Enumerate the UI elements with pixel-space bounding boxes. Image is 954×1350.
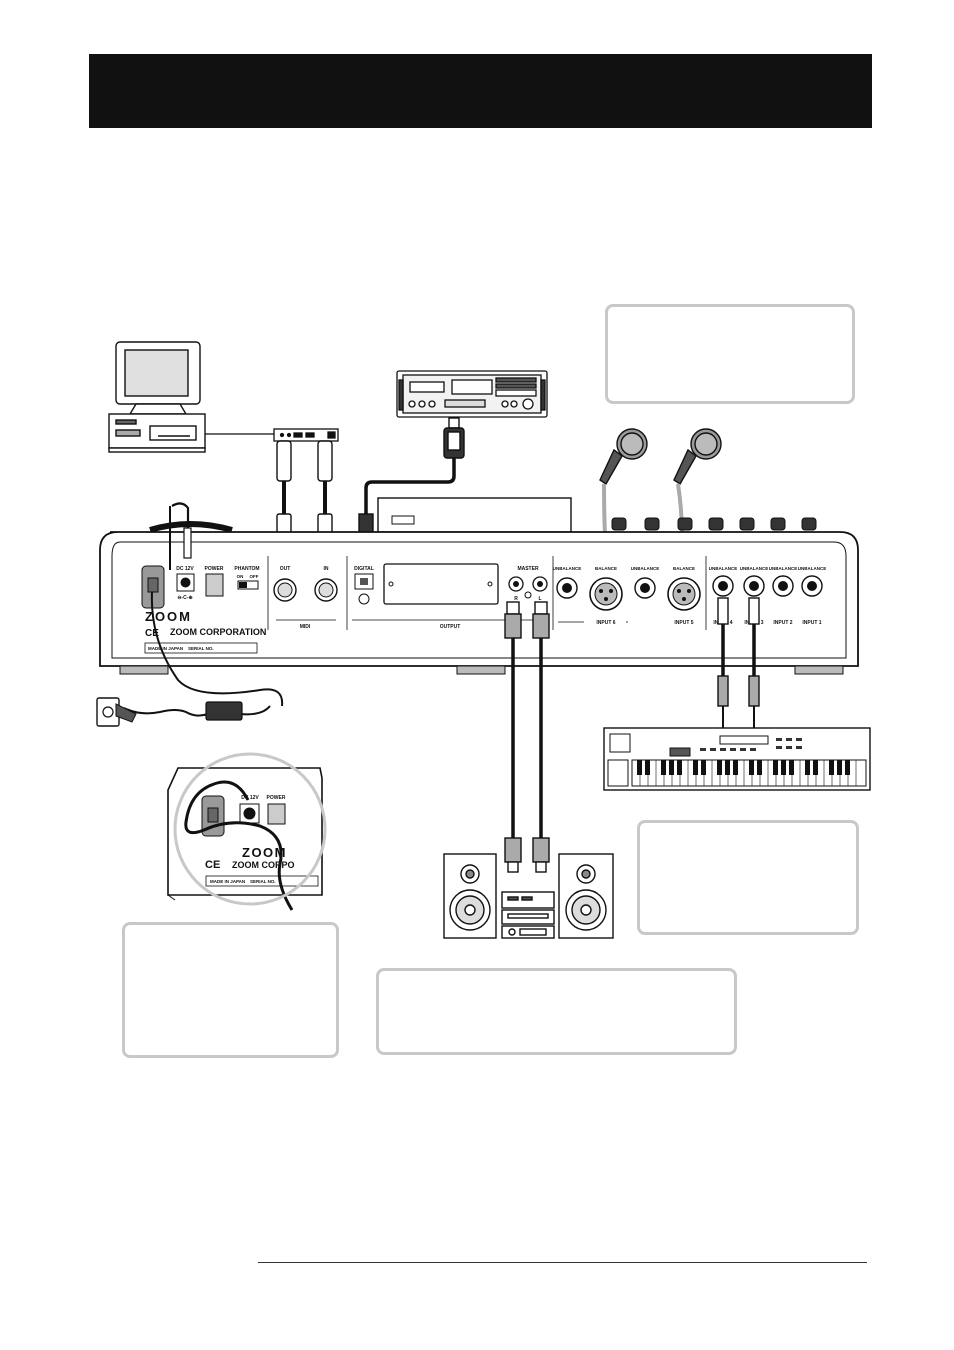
- inset-magnifier-circle: [173, 752, 327, 906]
- callout-monitor-system: [376, 968, 737, 1055]
- keyboard-synth-cables: [717, 597, 760, 728]
- svg-text:R: R: [514, 596, 518, 602]
- svg-text:OFF: OFF: [250, 574, 259, 579]
- power-cable-inset: DC 12V POWER ZOOM CE ZOOM CORPO MADE IN …: [167, 752, 327, 911]
- svg-text:⊖-C-⊕: ⊖-C-⊕: [177, 595, 192, 601]
- monitor-rca-cables: [504, 601, 550, 873]
- svg-text:MADE IN JAPAN: MADE IN JAPAN: [148, 646, 183, 651]
- input5-label: INPUT 5: [674, 620, 693, 626]
- svg-text:UNBALANCE: UNBALANCE: [798, 566, 827, 571]
- input6-label: INPUT 6: [596, 620, 615, 626]
- rear-panel: DC 12V ⊖-C-⊕ POWER PHANTOM ON OFF ZOOM C…: [99, 497, 859, 675]
- svg-text:POWER: POWER: [267, 795, 286, 801]
- svg-text:MADE IN JAPAN: MADE IN JAPAN: [210, 879, 245, 884]
- input2-label: INPUT 2: [773, 620, 792, 626]
- svg-text:SERIAL NO.: SERIAL NO.: [188, 646, 214, 651]
- expansion-slot-cover: [383, 563, 499, 605]
- svg-text:UNBALANCE: UNBALANCE: [709, 566, 738, 571]
- callout-power-adapter: [122, 922, 339, 1058]
- midi-label: MIDI: [300, 624, 311, 630]
- header-bar: [89, 54, 872, 128]
- svg-text:UNBALANCE: UNBALANCE: [740, 566, 769, 571]
- output-label: OUTPUT: [440, 624, 461, 630]
- power-adapter-cable: [96, 502, 284, 727]
- svg-text:UNBALANCE: UNBALANCE: [631, 566, 660, 571]
- callout-synthesizer: [637, 820, 859, 935]
- svg-text:ZOOM CORPO: ZOOM CORPO: [232, 860, 295, 870]
- svg-text:DC 12V: DC 12V: [241, 795, 259, 801]
- digital-label: DIGITAL: [354, 566, 374, 572]
- svg-text:UNBALANCE: UNBALANCE: [553, 566, 582, 571]
- midi-in-label: IN: [324, 566, 329, 572]
- svg-text:UNBALANCE: UNBALANCE: [769, 566, 798, 571]
- power-switch: [205, 573, 224, 597]
- svg-text:ON: ON: [237, 574, 244, 579]
- brand-name: ZOOM CORPORATION: [170, 627, 266, 637]
- zoom-logo: ZOOM: [145, 609, 192, 624]
- svg-text:BALANCE: BALANCE: [595, 566, 617, 571]
- dc-12v-label: DC 12V: [176, 566, 194, 572]
- footer-rule: [258, 1262, 867, 1263]
- input1-label: INPUT 1: [802, 620, 821, 626]
- svg-text:ZOOM: ZOOM: [242, 845, 287, 860]
- callout-microphones: [605, 304, 855, 404]
- midi-out-label: OUT: [280, 566, 291, 572]
- svg-text:BALANCE: BALANCE: [673, 566, 695, 571]
- midi-interface-illustration: [205, 428, 339, 442]
- ce-mark: CE: [145, 628, 159, 639]
- svg-text:SERIAL NO.: SERIAL NO.: [250, 879, 276, 884]
- svg-text:CE: CE: [205, 859, 220, 871]
- phantom-label: PHANTOM: [234, 566, 259, 572]
- master-label: MASTER: [517, 566, 539, 572]
- keyboard-synth-illustration: [603, 727, 871, 791]
- computer-illustration: [108, 341, 206, 453]
- dat-recorder-illustration: [396, 370, 548, 418]
- svg-text:L: L: [538, 596, 541, 602]
- monitor-speakers-illustration: [443, 853, 614, 939]
- power-label: POWER: [205, 566, 224, 572]
